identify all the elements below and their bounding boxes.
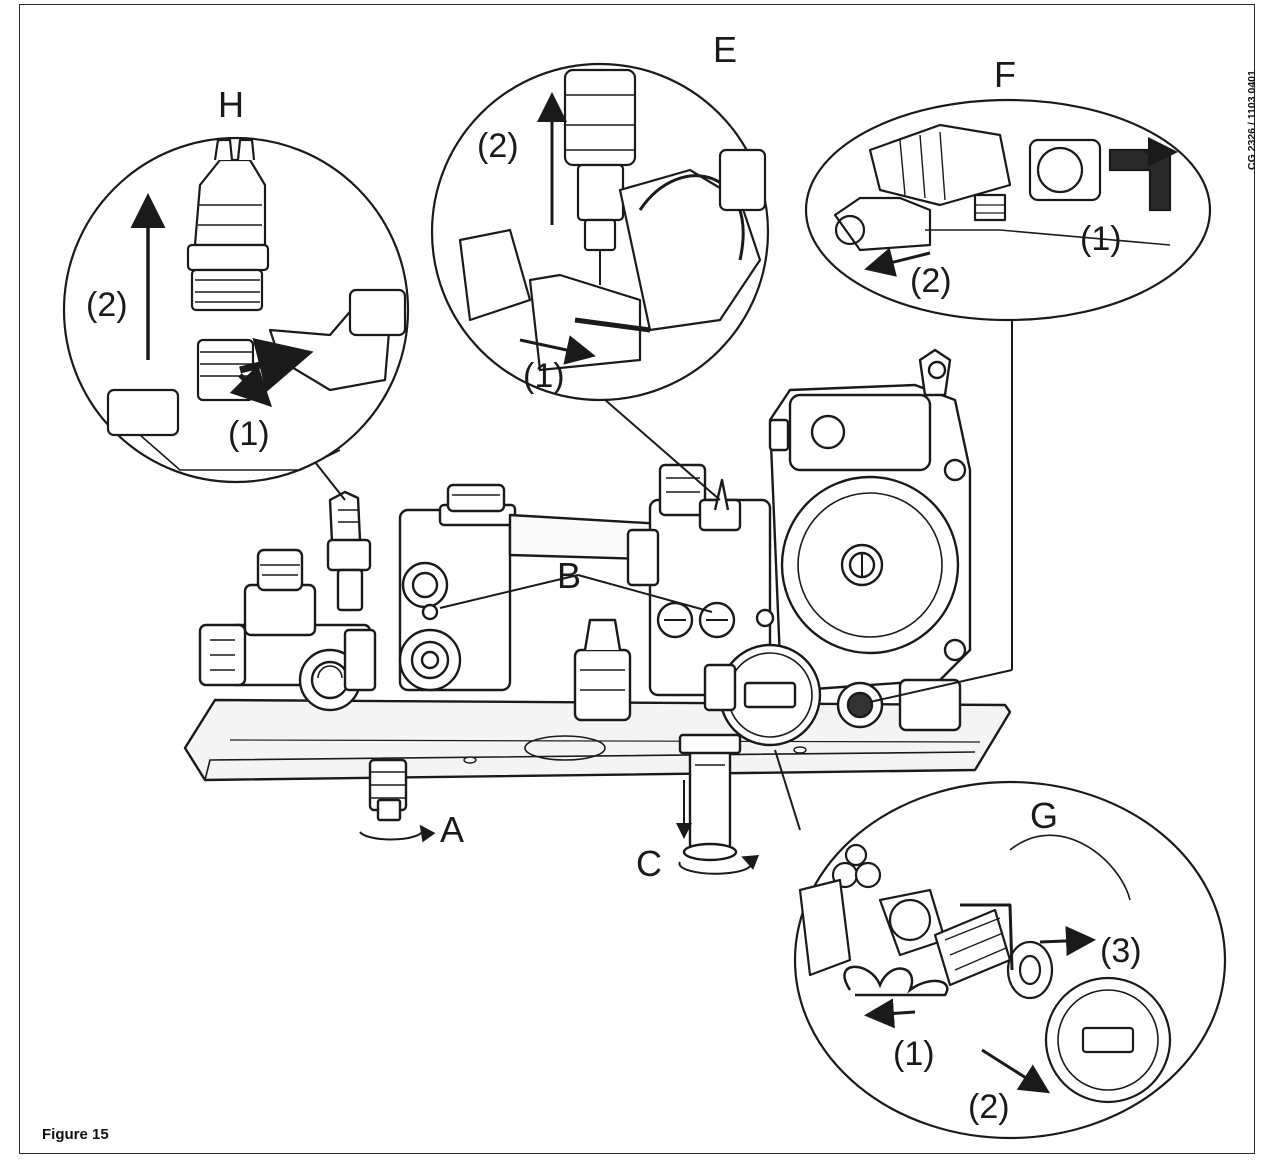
step-f1: (1) bbox=[1080, 220, 1122, 258]
detail-g bbox=[793, 780, 1227, 1140]
pressure-sensor bbox=[326, 490, 372, 612]
detail-e bbox=[430, 62, 770, 402]
callout-g: G bbox=[1030, 795, 1058, 836]
step-labels: (2) (1) (2) (1) (1) (2) (3) (1) (2) bbox=[86, 127, 1142, 1126]
callout-labels: H E F B A C G bbox=[218, 29, 1058, 884]
callout-c: C bbox=[636, 843, 662, 884]
figure-frame bbox=[19, 4, 1255, 1154]
callout-a: A bbox=[440, 809, 464, 850]
step-h2: (2) bbox=[86, 286, 128, 324]
main-assembly bbox=[183, 348, 1012, 862]
callout-e: E bbox=[713, 29, 737, 70]
callout-f: F bbox=[994, 54, 1016, 95]
step-g3: (3) bbox=[1100, 932, 1142, 970]
step-f2: (2) bbox=[910, 262, 952, 300]
step-h1: (1) bbox=[228, 415, 270, 453]
detail-h bbox=[62, 136, 410, 484]
step-e1: (1) bbox=[523, 357, 565, 395]
circulation-pump bbox=[768, 348, 972, 692]
detail-f bbox=[804, 98, 1212, 322]
figure-caption: Figure 15 bbox=[42, 1126, 109, 1143]
reference-code: CG 2326 / 1103 0401 bbox=[1246, 70, 1258, 170]
callout-h: H bbox=[218, 84, 244, 125]
step-g2: (2) bbox=[968, 1088, 1010, 1126]
clip-mid bbox=[573, 648, 632, 722]
clip-spring bbox=[843, 965, 949, 997]
rotation-arrows bbox=[359, 780, 760, 875]
drain-spout-c bbox=[688, 743, 732, 852]
step-g1: (1) bbox=[893, 1035, 935, 1073]
callout-b: B bbox=[557, 555, 581, 596]
step-e2: (2) bbox=[477, 127, 519, 165]
